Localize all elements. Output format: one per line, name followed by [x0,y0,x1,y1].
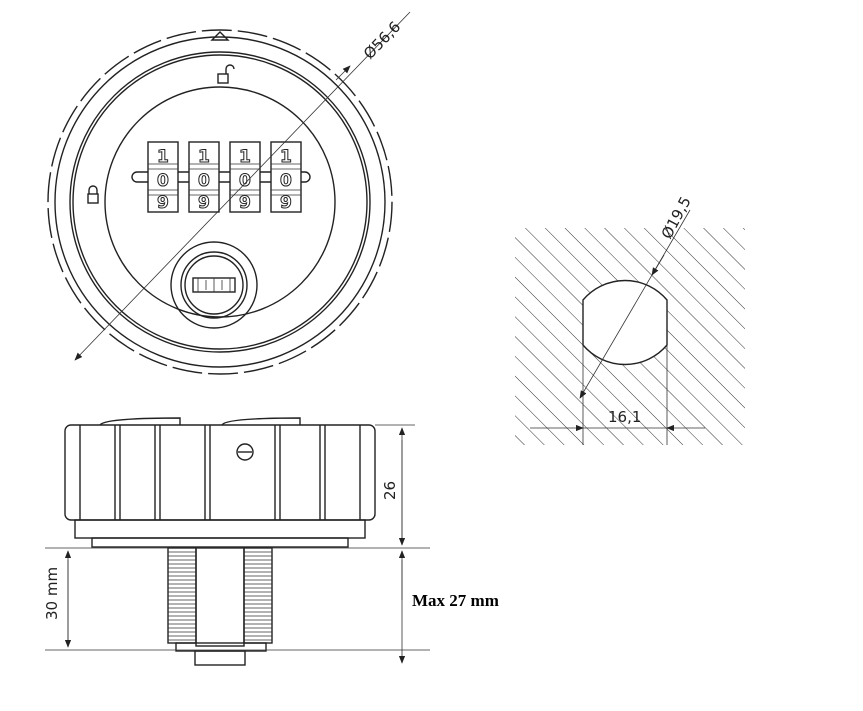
top-marker [210,31,230,41]
diameter-dimension-line [74,11,411,361]
combination-wheel[interactable]: 1 09 [270,141,302,214]
wheel-digit-bottom: 9 [239,193,251,213]
shaft-length-label: 30 mm [43,567,61,620]
wheel-digit-top: 1 [198,147,210,167]
hole-diameter-line [579,209,691,399]
knurled-ring [47,29,393,375]
mounting-hole [582,279,668,366]
wheel-digit-bottom: 9 [157,193,169,213]
combination-wheel[interactable]: 109 [229,141,261,214]
dial-body [64,424,376,521]
wheel-digit-middle: 0 [198,171,210,191]
max-thickness-label: Max 27 mm [412,591,499,610]
wheel-digit-middle: 0 [157,171,169,191]
wheel-axle [131,171,311,183]
wheel-digit-middle: 0 [280,171,292,191]
cutout-view: 16,1 Ø19,5 [515,194,745,445]
height-label: 26 [381,481,399,500]
wheel-digit-bottom: 9 [198,193,210,213]
diameter-label: Ø56,6 [360,18,404,63]
width-label: 16,1 [608,408,641,426]
lock-icon [87,185,99,204]
combination-wheel[interactable]: 1 09 [147,141,179,214]
combination-wheel[interactable]: 1 09 [188,141,220,214]
wheel-digit-bottom: 9 [280,193,292,213]
threaded-shaft [167,547,273,666]
unlock-icon [217,64,235,84]
side-view: 26 Max 27 mm 30 mm [43,417,499,666]
key-cylinder [170,241,258,329]
wheel-digit-top: 1 [239,147,251,167]
wheel-digit-top: 1 [157,147,169,167]
wheel-digit-top: 1 [280,147,292,167]
screw [236,443,254,461]
